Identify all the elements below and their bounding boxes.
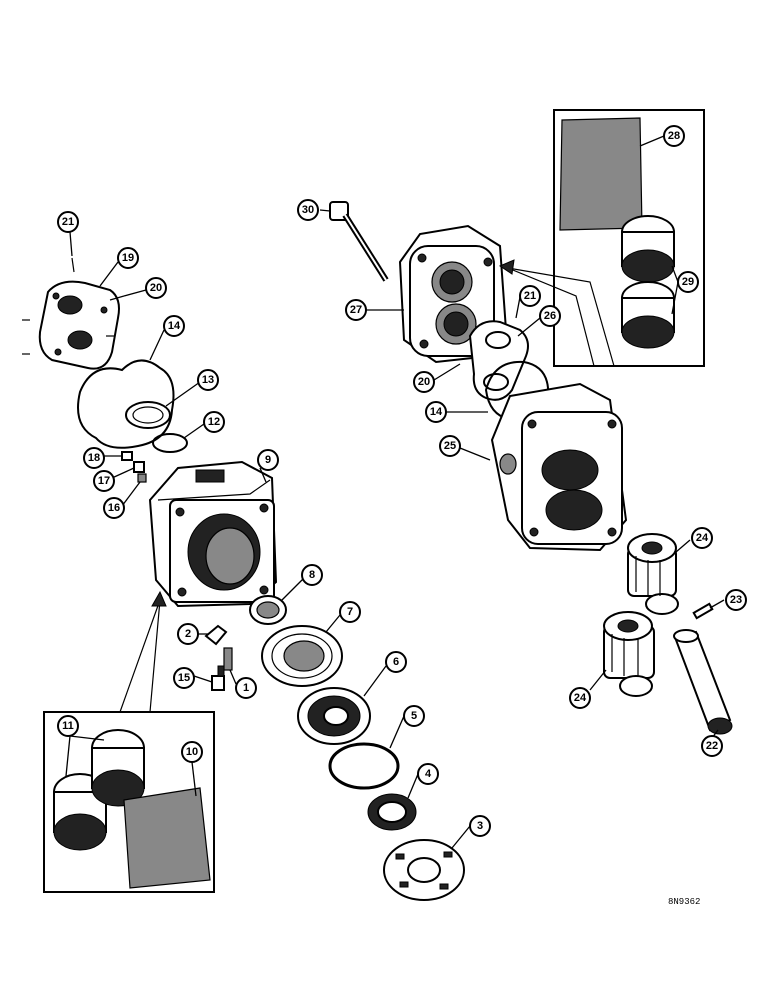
callout-3: 3 bbox=[469, 815, 491, 837]
inset-bearings-right bbox=[498, 109, 705, 367]
svg-text:3: 3 bbox=[477, 820, 483, 832]
bolt-30 bbox=[329, 201, 389, 282]
callout-14: 14 bbox=[425, 401, 447, 423]
svg-text:14: 14 bbox=[430, 406, 443, 418]
callout-16: 16 bbox=[103, 497, 125, 519]
callout-21: 21 bbox=[519, 285, 541, 307]
bearing-6 bbox=[297, 687, 371, 745]
callout-21: 21 bbox=[57, 211, 79, 233]
inset-bearings-left bbox=[43, 590, 215, 893]
callout-7: 7 bbox=[339, 601, 361, 623]
callout-8: 8 bbox=[301, 564, 323, 586]
callout-10: 10 bbox=[181, 741, 203, 763]
callout-28: 28 bbox=[663, 125, 685, 147]
svg-text:8: 8 bbox=[309, 569, 315, 581]
svg-text:26: 26 bbox=[544, 310, 556, 322]
callout-23: 23 bbox=[725, 589, 747, 611]
svg-text:22: 22 bbox=[706, 740, 718, 752]
svg-text:19: 19 bbox=[122, 252, 134, 264]
reference-code: 8N9362 bbox=[668, 897, 700, 907]
o-ring-14-left bbox=[77, 359, 175, 449]
svg-text:15: 15 bbox=[178, 672, 190, 684]
drive-shaft-22 bbox=[673, 629, 733, 735]
svg-text:20: 20 bbox=[418, 376, 430, 388]
callout-18: 18 bbox=[83, 447, 105, 469]
wear-plate-26 bbox=[468, 320, 529, 401]
callout-24: 24 bbox=[691, 527, 713, 549]
o-ring-5 bbox=[328, 742, 400, 790]
svg-text:29: 29 bbox=[682, 276, 694, 288]
svg-text:17: 17 bbox=[98, 475, 110, 487]
svg-text:11: 11 bbox=[62, 720, 74, 732]
pump-housing-9 bbox=[148, 460, 278, 608]
svg-text:24: 24 bbox=[574, 692, 587, 704]
callout-29: 29 bbox=[677, 271, 699, 293]
svg-text:23: 23 bbox=[730, 594, 742, 606]
fittings-16-18 bbox=[121, 451, 147, 483]
callout-13: 13 bbox=[197, 369, 219, 391]
svg-text:24: 24 bbox=[696, 532, 709, 544]
callout-14: 14 bbox=[163, 315, 185, 337]
svg-text:6: 6 bbox=[393, 656, 399, 668]
svg-text:9: 9 bbox=[265, 454, 271, 466]
svg-text:28: 28 bbox=[668, 130, 680, 142]
callout-6: 6 bbox=[385, 651, 407, 673]
svg-text:5: 5 bbox=[411, 710, 417, 722]
callout-2: 2 bbox=[177, 623, 199, 645]
svg-text:30: 30 bbox=[302, 204, 314, 216]
seal-4 bbox=[367, 793, 417, 831]
bearing-7 bbox=[261, 625, 343, 687]
end-plate-19 bbox=[38, 280, 120, 370]
callout-22: 22 bbox=[701, 735, 723, 757]
svg-text:10: 10 bbox=[186, 746, 198, 758]
svg-text:21: 21 bbox=[62, 216, 74, 228]
retaining-nut-3 bbox=[383, 839, 465, 901]
svg-text:13: 13 bbox=[202, 374, 214, 386]
callout-9: 9 bbox=[257, 449, 279, 471]
callout-5: 5 bbox=[403, 705, 425, 727]
callout-24: 24 bbox=[569, 687, 591, 709]
callout-15: 15 bbox=[173, 667, 195, 689]
pin-23 bbox=[692, 602, 714, 620]
callout-25: 25 bbox=[439, 435, 461, 457]
svg-text:7: 7 bbox=[347, 606, 353, 618]
svg-text:18: 18 bbox=[88, 452, 100, 464]
o-ring-12 bbox=[152, 433, 188, 453]
callout-30: 30 bbox=[297, 199, 319, 221]
svg-text:1: 1 bbox=[243, 682, 249, 694]
seal-13 bbox=[125, 401, 171, 429]
callout-20: 20 bbox=[145, 277, 167, 299]
svg-text:12: 12 bbox=[208, 416, 220, 428]
svg-text:14: 14 bbox=[168, 320, 181, 332]
svg-text:20: 20 bbox=[150, 282, 162, 294]
gear-24-lower bbox=[603, 611, 655, 697]
gear-24-upper bbox=[627, 533, 679, 615]
svg-text:27: 27 bbox=[350, 304, 362, 316]
leader-lines bbox=[65, 135, 725, 849]
svg-text:16: 16 bbox=[108, 502, 120, 514]
dowel-pins bbox=[22, 257, 125, 355]
callout-11: 11 bbox=[57, 715, 79, 737]
svg-text:4: 4 bbox=[425, 768, 432, 780]
callout-26: 26 bbox=[539, 305, 561, 327]
callout-4: 4 bbox=[417, 763, 439, 785]
callout-27: 27 bbox=[345, 299, 367, 321]
svg-text:21: 21 bbox=[524, 290, 536, 302]
callout-12: 12 bbox=[203, 411, 225, 433]
gear-housing-25 bbox=[490, 382, 628, 552]
callout-17: 17 bbox=[93, 470, 115, 492]
callout-1: 1 bbox=[235, 677, 257, 699]
svg-text:2: 2 bbox=[185, 628, 191, 640]
callout-19: 19 bbox=[117, 247, 139, 269]
svg-text:25: 25 bbox=[444, 440, 456, 452]
fittings-1-2-15 bbox=[204, 624, 233, 691]
callout-20: 20 bbox=[413, 371, 435, 393]
